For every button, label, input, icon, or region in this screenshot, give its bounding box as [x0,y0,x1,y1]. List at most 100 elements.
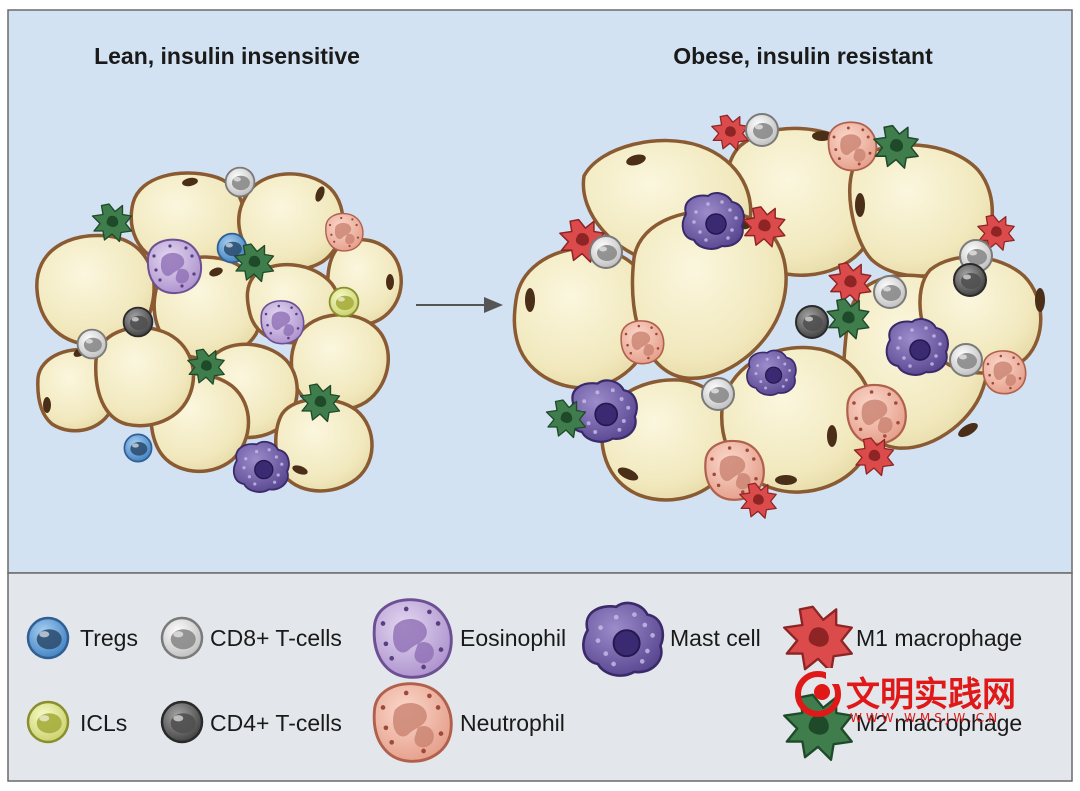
transition-arrow [416,297,503,313]
eosinophil-cell [146,238,203,295]
legend-item-neutrophil: Neutrophil [372,682,565,763]
adipocyte-nucleus [855,193,865,217]
legend-item-cd4: CD4+ T-cells [160,700,342,744]
tregs-symbol [26,616,70,660]
cd8-t-cell [589,235,623,269]
legend-label-m2: M2 macrophage [856,710,1022,736]
adipocyte-nucleus [315,186,325,202]
cd8-t-cell [745,113,779,147]
icl-cell [26,700,70,744]
cd4-t-cell [953,263,987,297]
mast-cell [746,349,797,396]
m2-macrophage [233,243,275,283]
adipocyte [94,325,196,428]
watermark-url: WWW.WMSJW.CN [850,711,1001,725]
adipocyte-nucleus [525,288,535,312]
lean-adipocytes [35,171,403,493]
treg-cell [26,616,70,660]
neutrophil-cell [372,682,453,763]
mast-cell-symbol [582,601,665,677]
m1-macrophage [853,437,895,477]
legend-label-cd4: CD4+ T-cells [210,710,342,736]
m1-macrophage [783,605,853,673]
cd4-t-cell-symbol [160,700,204,744]
legend-item-eosinophil: Eosinophil [372,598,566,679]
cd8-t-cell [224,166,256,198]
mast-cell [885,318,949,376]
legend-item-mast: Mast cell [582,601,761,677]
mast-cell [582,601,665,677]
neutrophil-cell [846,383,907,445]
adipocyte-nucleus [827,425,837,447]
adipocyte-nucleus [958,423,978,438]
lean-adipocyte-nuclei [43,177,394,475]
cd8-t-cell [76,328,108,360]
legend-label-cd8: CD8+ T-cells [210,625,342,651]
m1-macrophage [739,482,777,519]
adipocyte-nucleus [626,154,646,166]
m1-macrophage [828,262,872,304]
m2-macrophage [826,298,870,340]
obese-adipocyte-nuclei [525,131,1045,485]
legend-item-cd8: CD8+ T-cells [160,616,342,660]
m2-macrophage [299,383,341,423]
treg-cell [123,433,153,463]
watermark-logo-icon [795,668,844,717]
m1-macrophage [711,114,749,151]
mast-cell [681,192,745,250]
adipocyte-nucleus [209,267,223,277]
adipocyte-nucleus [1035,288,1045,312]
cd8-t-cell [949,343,983,377]
legend-label-neutrophil: Neutrophil [460,710,565,736]
legend-label-icl: ICLs [80,710,127,736]
adipocyte-nucleus [43,397,51,413]
legend-background [7,572,1073,782]
mast-cell [568,379,638,443]
watermark: 文明实践网 WWW.WMSJW.CN [795,668,1016,725]
m1-macrophage [977,214,1015,251]
neutrophil-cell [620,320,665,365]
neutrophil-cell [827,121,878,172]
lean-adipose-tissue [35,171,403,493]
adipocyte-nucleus [386,274,394,290]
cd4-t-cell [160,700,204,744]
immune-cells [76,113,1027,519]
legend-item-m1: M1 macrophage [783,605,1022,673]
adipocyte-nucleus [775,475,797,485]
legend: Tregs CD8+ T-cells Eosinophil Mast cell … [26,598,1022,763]
cd4-t-cell [122,306,154,338]
neutrophil-symbol [372,682,453,763]
legend-item-tregs: Tregs [26,616,138,660]
legend-label-tregs: Tregs [80,625,138,651]
cd4-t-cell [795,305,829,339]
legend-item-icl: ICLs [26,700,127,744]
lean-panel-title: Lean, insulin insensitive [94,43,360,69]
adipocyte-nucleus [812,131,832,141]
m2-macrophage [873,124,919,169]
adipocyte-nucleus [617,467,639,481]
eosinophil-cell [372,598,453,679]
adipocyte-nucleus [292,465,308,475]
icl-symbol [26,700,70,744]
legend-item-m2: M2 macrophage [783,693,1022,761]
legend-label-eosinophil: Eosinophil [460,625,566,651]
cd8-t-cell [701,377,735,411]
m2-macrophage [187,348,225,385]
m1-macrophage-symbol [783,605,853,673]
m2-macrophage [783,693,853,761]
m1-macrophage [742,206,786,248]
watermark-text-cn: 文明实践网 [846,675,1016,715]
legend-label-mast: Mast cell [670,625,761,651]
adipocyte-nucleus [182,177,198,187]
m2-macrophage [91,203,133,243]
cd8-t-cell-symbol [160,616,204,660]
icl-cell [328,286,360,318]
neutrophil-cell [325,212,364,252]
legend-label-m1: M1 macrophage [856,625,1022,651]
cd8-t-cell [160,616,204,660]
obese-panel-title: Obese, insulin resistant [673,43,933,69]
neutrophil-cell [982,350,1027,395]
eosinophil-cell [260,300,305,345]
cd8-t-cell [873,275,907,309]
